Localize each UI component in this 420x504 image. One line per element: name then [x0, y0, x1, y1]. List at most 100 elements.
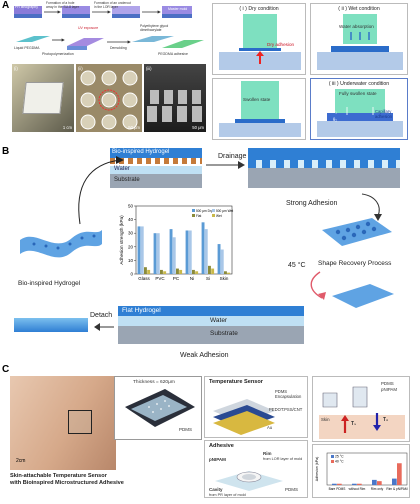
label-uv-exposure: UV exposure	[78, 26, 99, 30]
pdms-label: PDMS	[179, 427, 193, 432]
panel-a-letter: A	[2, 0, 10, 11]
water-label: Water	[114, 166, 130, 172]
pnipam-label: pNIPAM	[209, 457, 226, 462]
y-tick-label-1: 10	[128, 258, 134, 263]
legend-swatch-0	[192, 209, 195, 212]
bar-skin-3	[227, 272, 231, 274]
patterned-sheet-svg	[322, 218, 392, 246]
temp-sensor-svg	[213, 399, 275, 435]
mini-legend-label-1: 40 °C	[335, 460, 344, 464]
fully-swollen-label: Fully swollen state	[339, 91, 377, 96]
legend-swatch-1	[212, 209, 215, 212]
label-pr: PR lithography	[15, 5, 38, 9]
bar-pc-1	[172, 237, 176, 274]
chart-frame	[135, 205, 233, 275]
label-master-mold: Master mold	[168, 7, 188, 11]
zoom-patch-svg	[125, 389, 195, 427]
bar-ni-0	[185, 230, 189, 274]
x-tick-label-4: Si	[206, 276, 210, 281]
mini-x-label-2: Rim only	[371, 487, 384, 491]
bar-skin-1	[220, 249, 224, 274]
y-tick-label-5: 50	[128, 204, 134, 209]
wet-condition-title: ( ii ) Wet condition	[338, 6, 380, 12]
photo-hydrogel-film: (i) 1 cm	[12, 64, 74, 132]
legend-swatch-3	[212, 214, 215, 217]
scale-label-3: 50 μm	[192, 125, 204, 130]
skin-sensor-caption: Skin-attachable Temperature Sensor with …	[10, 473, 124, 486]
substrate-label: Substrate	[114, 177, 140, 183]
strong-adhesion-label: Strong Adhesion	[286, 200, 338, 207]
y-tick-label-4: 40	[128, 217, 134, 222]
fabrication-svg	[14, 6, 204, 50]
legend-label-2: Flat	[196, 214, 201, 218]
theta2-label: θ₂	[333, 117, 337, 122]
label-demolding: Demolding	[110, 46, 127, 50]
hydrogel-stack-top: Bio-inspired Hydrogel Water Substrate	[110, 148, 202, 192]
underwater-svg	[317, 89, 403, 137]
legend-label-1: 500 μm Wet	[216, 209, 233, 213]
curve-arrow-top	[78, 156, 124, 225]
mini-x-label-0: Bare PDMS	[329, 487, 346, 491]
bar-pvc-0	[153, 233, 157, 274]
bar-si-1	[204, 229, 208, 274]
skin-label: Skin	[321, 417, 330, 422]
mini-x-label-1: without Rim	[349, 487, 366, 491]
mini-bar-0-0	[332, 483, 337, 485]
swollen-box: Swollen state	[212, 78, 306, 140]
cavity-from-label: from PR layer of mold	[209, 493, 246, 497]
curve-arrow-right	[361, 193, 382, 221]
bar-glass-2	[144, 267, 147, 274]
label-polyethylene: Polyethylene glycol dimethacrylate	[140, 24, 169, 32]
bar-si-0	[201, 222, 205, 274]
temperature-label: 45 °C	[288, 262, 306, 269]
bar-si-3	[211, 268, 215, 274]
y-tick-label-2: 20	[128, 244, 134, 249]
mini-bar-3-1	[397, 463, 402, 485]
bar-pvc-2	[160, 269, 163, 274]
photo-sem: (iii) 50 μm	[144, 64, 206, 132]
bar-pvc-1	[156, 233, 160, 274]
sem-svg	[147, 90, 202, 122]
photo-label-2: (ii)	[78, 66, 83, 71]
water-absorption-label: Water absorption	[339, 24, 374, 29]
label-pegdma-adhesive: PEGDMA adhesive	[158, 52, 188, 56]
patterned-sheet-right	[314, 216, 394, 250]
bar-pc-3	[179, 269, 183, 274]
y-tick-label-3: 30	[128, 231, 134, 236]
hand-photo: 2cm	[10, 376, 116, 470]
wavy-hydrogel-sheet	[20, 230, 102, 258]
bar-ni-2	[192, 269, 195, 274]
water2-label: Water	[210, 317, 228, 324]
bar-glass-0	[137, 226, 141, 274]
mini-y-label: Adhesion (kPa)	[315, 457, 319, 482]
t2-label: T₂	[383, 417, 389, 423]
x-tick-label-3: Ni	[190, 276, 194, 281]
y-axis-label: Adhesion strength (kPa)	[119, 215, 124, 265]
y-tick-label-0: 0	[130, 272, 133, 277]
photo-label-3: (iii)	[146, 66, 152, 71]
wet-condition-box: ( ii ) Wet condition Water absorption	[310, 3, 408, 75]
bar-skin-0	[217, 244, 221, 274]
scale-label-1: 1 cm	[62, 125, 72, 130]
scale-2cm-label: 2cm	[16, 458, 26, 464]
bar-ni-3	[195, 271, 199, 274]
bar-glass-3	[147, 269, 151, 274]
x-tick-label-5: Skin	[220, 276, 229, 281]
adhesive-title: Adhesive	[209, 443, 234, 449]
pedot-label: PEDOT:PSS/CNT	[269, 407, 303, 412]
label-liquid-pegdma: Liquid PEGDMA	[14, 46, 40, 50]
temp-sensor-title: Temperature Sensor	[209, 379, 263, 385]
bio-hydrogel-top-label: Bio-inspired Hydrogel	[112, 149, 170, 155]
panel-b-letter: B	[2, 146, 10, 157]
thickness-label: Thickness = 620μm	[133, 380, 175, 385]
panel-c-letter: C	[2, 364, 10, 375]
mini-legend-label-0: 25 °C	[335, 455, 344, 459]
legend-label-0: 500 μm Dry	[196, 209, 213, 213]
detach-arrow	[94, 323, 114, 331]
detach-label: Detach	[90, 312, 113, 319]
weak-adhesion-stack: Flat Hydrogel Water Substrate	[118, 306, 304, 350]
skin-temperature-svg	[319, 386, 405, 439]
